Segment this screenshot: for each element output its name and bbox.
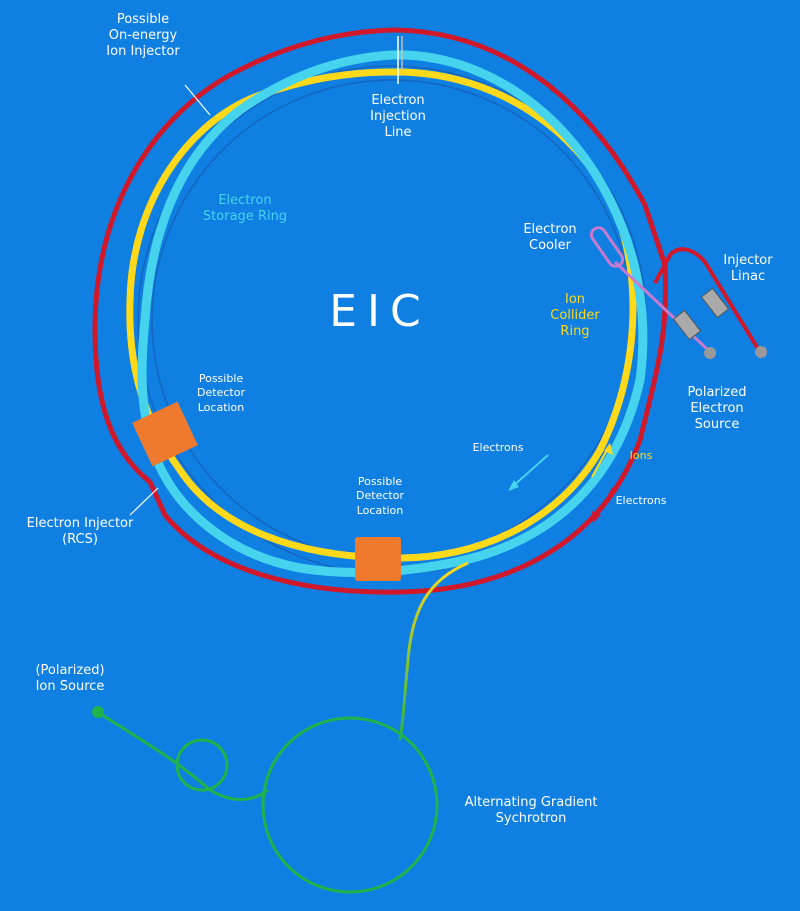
electrons-outer-label: Electrons (615, 494, 667, 507)
label-line: Injection (370, 108, 426, 124)
label-line: Collider (550, 307, 600, 323)
electron-injector-rcs-label: Electron Injector (RCS) (27, 516, 134, 548)
rcs-leader (129, 487, 159, 516)
electron-storage-ring-label: Electron Storage Ring (203, 193, 287, 225)
label-line: Cooler (529, 237, 571, 253)
label-line: Ion Source (35, 678, 105, 694)
label-line: (RCS) (62, 531, 98, 547)
ions-arrowhead (604, 443, 613, 455)
detector-left-label: Possible Detector Location (197, 372, 245, 415)
electron-storage-ring (137, 50, 648, 577)
label-line: Electron Injector (26, 516, 134, 531)
label-line: On-energy (108, 27, 178, 43)
label-line: Possible (198, 372, 244, 385)
detector-bottom-label: Possible Detector Location (356, 475, 404, 518)
label-line: Line (384, 124, 412, 140)
ions-label: Ions (629, 449, 653, 462)
label-line: Storage Ring (202, 208, 288, 224)
ion-injector-leader (184, 84, 211, 116)
label-line: Ion (564, 292, 586, 307)
label-line: Electron (371, 93, 425, 108)
electrons-inner-arrow (511, 454, 549, 488)
label-line: Possible (357, 475, 403, 488)
label-line: Linac (730, 268, 766, 284)
label-line: Ring (560, 323, 590, 339)
label-line: Location (197, 400, 245, 414)
label-line: Detector (356, 489, 404, 503)
ags-label: Alternating Gradient Sychrotron (465, 795, 598, 827)
label-line: Electron (523, 222, 577, 237)
electrons-inner-arrowhead (508, 480, 519, 491)
ags-transfer-line (398, 561, 469, 741)
electron-cooler-label: Electron Cooler (523, 222, 576, 254)
label-line: (Polarized) (35, 663, 105, 678)
rcs-ring (92, 27, 669, 595)
label-line: Location (356, 503, 404, 517)
label-line: Possible (116, 12, 170, 27)
linac-coil (700, 287, 730, 319)
detector-left (132, 401, 198, 467)
ion-source-line (97, 710, 269, 801)
eic-title: EIC (329, 286, 431, 337)
ion-source-dot (92, 706, 104, 718)
label-line: Polarized (687, 385, 747, 400)
electron-injection-line-label: Electron Injection Line (370, 93, 426, 141)
electrons-outer-arrowhead (592, 511, 601, 523)
label-line: Alternating Gradient (464, 795, 598, 810)
electrons-inner-label: Electrons (472, 441, 524, 454)
electrons-outer-arrow (595, 487, 614, 519)
ion-collider-ring-label: Ion Collider Ring (550, 292, 599, 340)
label-line: Sychrotron (495, 810, 567, 826)
label-line: Electron (690, 400, 744, 416)
linac-end-dot (755, 346, 767, 358)
polarized-ion-source-label: (Polarized) Ion Source (35, 663, 104, 695)
detector-bottom (355, 537, 401, 581)
ions-arrow (591, 447, 609, 478)
label-line: Injector (723, 253, 773, 268)
ags-ring (261, 716, 439, 894)
label-line: Ion Injector (106, 43, 180, 59)
label-line: Source (694, 416, 740, 432)
polarized-electron-source-dot (704, 347, 716, 359)
polarized-electron-coil (672, 309, 702, 341)
injector-linac-line (653, 247, 762, 354)
injector-linac-label: Injector Linac (723, 253, 772, 285)
on-energy-ion-injector-label: Possible On-energy Ion Injector (106, 12, 179, 60)
label-line: Detector (197, 386, 245, 400)
polarized-electron-source-label: Polarized Electron Source (688, 385, 747, 433)
label-line: Electron (218, 193, 272, 208)
